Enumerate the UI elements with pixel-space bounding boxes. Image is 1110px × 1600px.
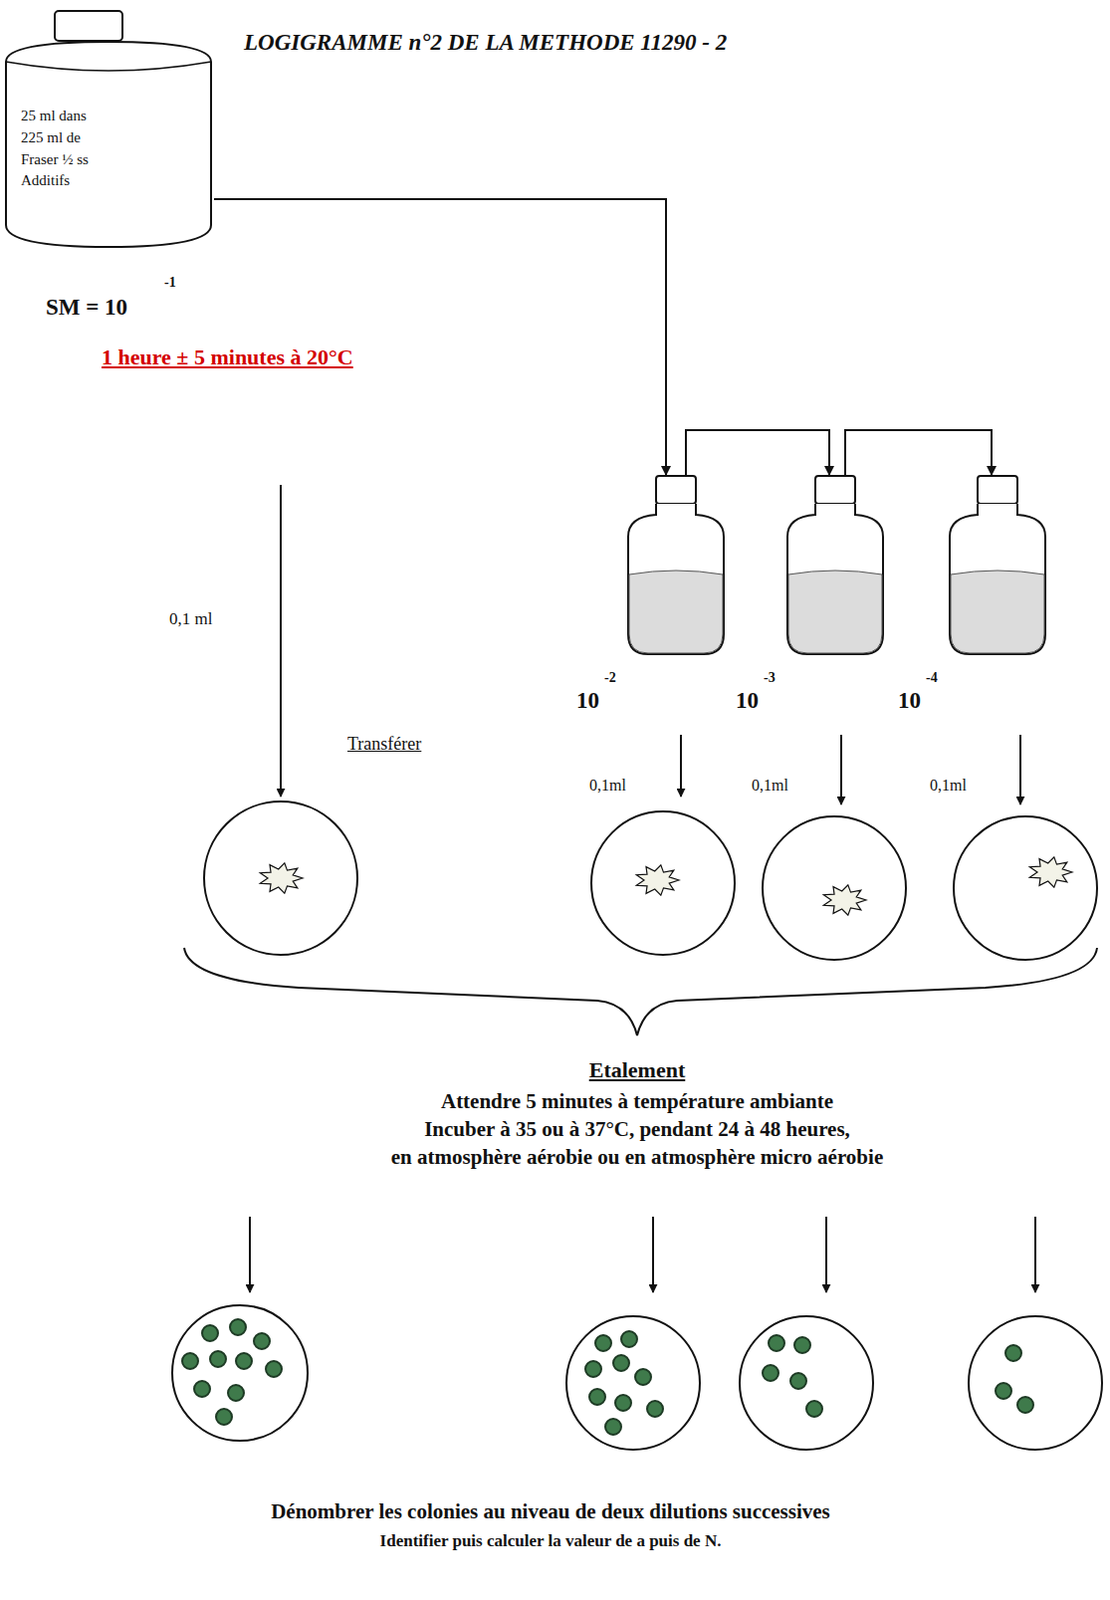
dilution-base: 10 bbox=[897, 687, 921, 714]
enrichment-jar: 25 ml dans 225 ml de Fraser ½ ss Additif… bbox=[4, 9, 215, 249]
volume-label: 0,1ml bbox=[589, 776, 627, 795]
inoculum-drop bbox=[823, 885, 867, 915]
inoculum-drop bbox=[259, 857, 1073, 915]
colony bbox=[635, 1368, 652, 1385]
colony bbox=[202, 1325, 219, 1341]
colony bbox=[227, 1384, 244, 1401]
flow-arrow bbox=[685, 430, 830, 475]
dilution-base: 10 bbox=[735, 687, 759, 714]
title: LOGIGRAMME n°2 DE LA METHODE 11290 - 2 bbox=[243, 29, 727, 56]
colony bbox=[194, 1380, 211, 1397]
colony bbox=[1017, 1396, 1034, 1413]
colony bbox=[595, 1334, 612, 1351]
dilution-bottle: 10-3 bbox=[731, 474, 887, 726]
colony bbox=[647, 1400, 664, 1417]
colony bbox=[790, 1372, 807, 1389]
dilution-bottle: 10-2 bbox=[572, 474, 727, 726]
volume-label: 0,1 ml bbox=[169, 609, 213, 630]
petri-dishes bbox=[204, 801, 1098, 960]
colony bbox=[210, 1350, 226, 1367]
colony bbox=[613, 1354, 630, 1371]
stock-exponent: -1 bbox=[164, 274, 177, 291]
bracket bbox=[184, 947, 1098, 1036]
petri-dishes-incubated bbox=[172, 1305, 1103, 1450]
colony bbox=[589, 1388, 606, 1405]
transfer-label: Transférer bbox=[347, 733, 422, 755]
volume-label: 0,1ml bbox=[751, 776, 789, 795]
colony bbox=[216, 1408, 232, 1425]
inoculum-drop bbox=[636, 865, 679, 895]
dilution-exponent: -4 bbox=[925, 669, 938, 686]
dilution-base: 10 bbox=[576, 687, 600, 714]
colony bbox=[615, 1394, 632, 1411]
volume-label: 0,1ml bbox=[929, 776, 967, 795]
colonies bbox=[182, 1319, 1034, 1435]
inoculum-drop bbox=[259, 863, 303, 893]
inoculum-drop bbox=[1029, 857, 1073, 888]
dilution-bottle: 10-4 bbox=[893, 474, 1049, 726]
flow-arrow bbox=[214, 199, 666, 475]
step-heading: Etalement bbox=[589, 1057, 686, 1084]
dilution-exponent: -3 bbox=[763, 669, 776, 686]
step-text: Attendre 5 minutes à température ambiant… bbox=[441, 1089, 834, 1114]
colony bbox=[182, 1352, 199, 1369]
jar-label: 25 ml dans 225 ml de Fraser ½ ss Additif… bbox=[20, 105, 111, 193]
colony bbox=[605, 1418, 622, 1435]
colony bbox=[235, 1352, 252, 1369]
colony bbox=[995, 1382, 1012, 1399]
colony bbox=[253, 1332, 270, 1349]
colony bbox=[1005, 1344, 1022, 1361]
colony bbox=[265, 1360, 282, 1377]
colony bbox=[229, 1319, 246, 1335]
transfer-arrows bbox=[280, 484, 1021, 805]
dilution-exponent: -2 bbox=[604, 669, 617, 686]
incubation-arrows bbox=[249, 1216, 1036, 1293]
homogenisation-note: 1 heure ± 5 minutes à 20°C bbox=[101, 344, 354, 371]
stock-dilution: SM = 10 bbox=[45, 294, 128, 321]
conclusion-text: Dénombrer les colonies au niveau de deux… bbox=[270, 1499, 831, 1525]
colony bbox=[762, 1364, 779, 1381]
colony bbox=[794, 1336, 811, 1353]
colony bbox=[621, 1331, 638, 1347]
step-text: en atmosphère aérobie ou en atmosphère m… bbox=[391, 1144, 884, 1170]
flow-arrow bbox=[845, 430, 992, 475]
step-text: Incuber à 35 ou à 37°C, pendant 24 à 48 … bbox=[424, 1116, 851, 1142]
colony bbox=[806, 1400, 823, 1417]
colony bbox=[768, 1334, 785, 1351]
conclusion-text: Identifier puis calculer la valeur de a … bbox=[380, 1531, 722, 1552]
colony bbox=[585, 1360, 602, 1377]
